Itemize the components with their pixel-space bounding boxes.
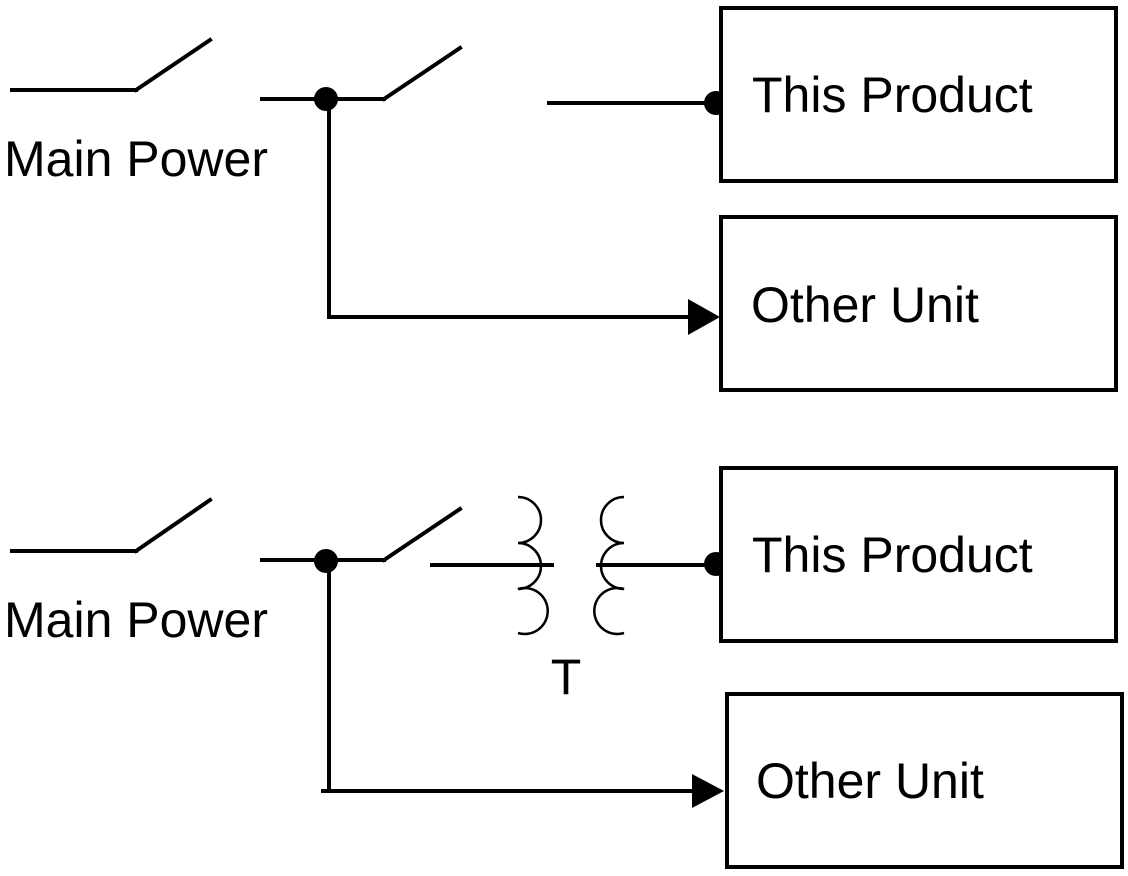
- other-unit-label: Other Unit: [756, 753, 984, 809]
- main-power-switch-symbol: [10, 497, 213, 554]
- this-product-box: [719, 6, 1118, 183]
- other-unit-label: Other Unit: [751, 277, 979, 333]
- arrow-head: [688, 299, 720, 335]
- bottom-circuit: Main Power T This Product Other Unit: [4, 466, 1124, 869]
- main-power-label: Main Power: [4, 131, 268, 187]
- transformer-symbol: [430, 495, 718, 636]
- other-unit-box: [725, 692, 1124, 869]
- main-power-label: Main Power: [4, 592, 268, 648]
- junction-dot: [314, 87, 338, 111]
- disconnect-switch-symbol: [260, 45, 463, 102]
- transformer-label: T: [551, 649, 582, 705]
- arrow-head: [692, 774, 724, 808]
- junction-dot: [314, 549, 338, 573]
- this-product-label: This Product: [752, 527, 1033, 583]
- branch-wire: [327, 97, 692, 319]
- other-unit-box: [719, 215, 1118, 392]
- branch-wire: [327, 559, 696, 793]
- disconnect-switch-symbol: [260, 506, 463, 563]
- this-product-box: [719, 466, 1118, 643]
- top-circuit: Main Power This Product Other Unit: [4, 6, 1118, 392]
- main-power-switch-symbol: [10, 37, 213, 93]
- this-product-label: This Product: [752, 67, 1033, 123]
